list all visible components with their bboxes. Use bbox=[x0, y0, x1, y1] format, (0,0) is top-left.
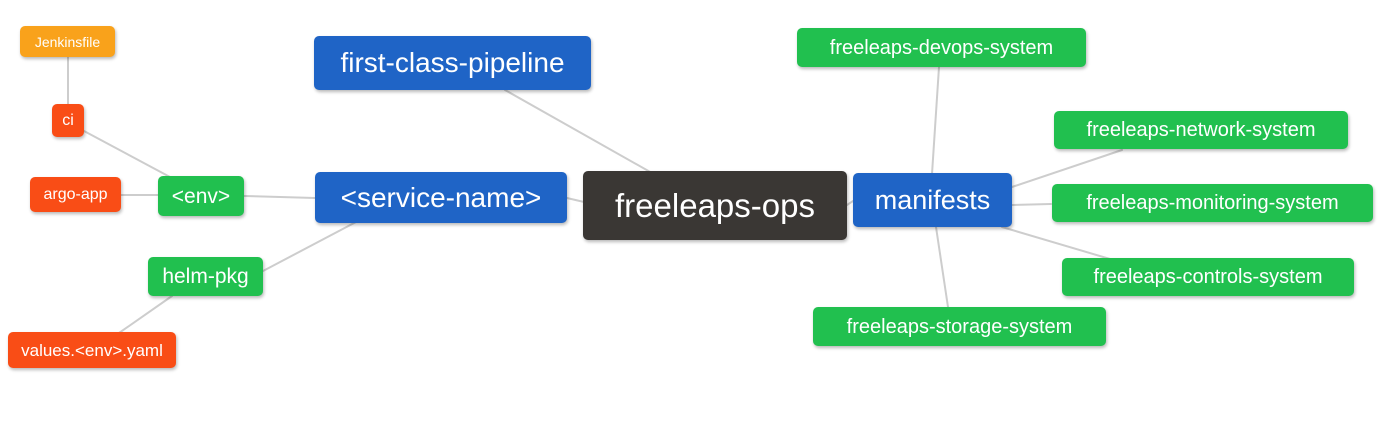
node-freeleaps-monitoring-system[interactable]: freeleaps-monitoring-system bbox=[1052, 184, 1373, 222]
edge-ci-env bbox=[83, 130, 171, 178]
edge-service-name-ops bbox=[566, 197, 585, 203]
node-first-class-pipeline[interactable]: first-class-pipeline bbox=[314, 36, 591, 90]
node-argo-app[interactable]: argo-app bbox=[30, 177, 121, 212]
node-values-env-yaml[interactable]: values.<env>.yaml bbox=[8, 332, 176, 368]
edge-env-service-name bbox=[243, 195, 316, 199]
node-freeleaps-storage-system[interactable]: freeleaps-storage-system bbox=[813, 307, 1106, 346]
node-freeleaps-controls-system[interactable]: freeleaps-controls-system bbox=[1062, 258, 1354, 296]
edge-helm-pkg-values-env-yaml bbox=[118, 295, 173, 334]
node-freeleaps-network-system[interactable]: freeleaps-network-system bbox=[1054, 111, 1348, 149]
edge-first-class-pipeline-ops bbox=[504, 89, 653, 174]
edge-manifests-storage-system bbox=[935, 226, 949, 308]
node-env[interactable]: <env> bbox=[158, 176, 244, 216]
node-jenkinsfile[interactable]: Jenkinsfile bbox=[20, 26, 115, 57]
node-freeleaps-devops-system[interactable]: freeleaps-devops-system bbox=[797, 28, 1086, 67]
edge-service-name-helm-pkg bbox=[262, 221, 357, 272]
edge-ops-manifests bbox=[846, 200, 854, 206]
edge-manifests-monitoring-system bbox=[1011, 203, 1052, 206]
edge-manifests-network-system bbox=[1011, 149, 1123, 188]
node-manifests[interactable]: manifests bbox=[853, 173, 1012, 227]
node-ci[interactable]: ci bbox=[52, 104, 84, 137]
edge-manifests-devops-system bbox=[931, 66, 940, 175]
node-service-name[interactable]: <service-name> bbox=[315, 172, 567, 223]
node-helm-pkg[interactable]: helm-pkg bbox=[148, 257, 263, 296]
node-freeleaps-ops[interactable]: freeleaps-ops bbox=[583, 171, 847, 240]
edge-manifests-controls-system bbox=[1001, 226, 1111, 260]
